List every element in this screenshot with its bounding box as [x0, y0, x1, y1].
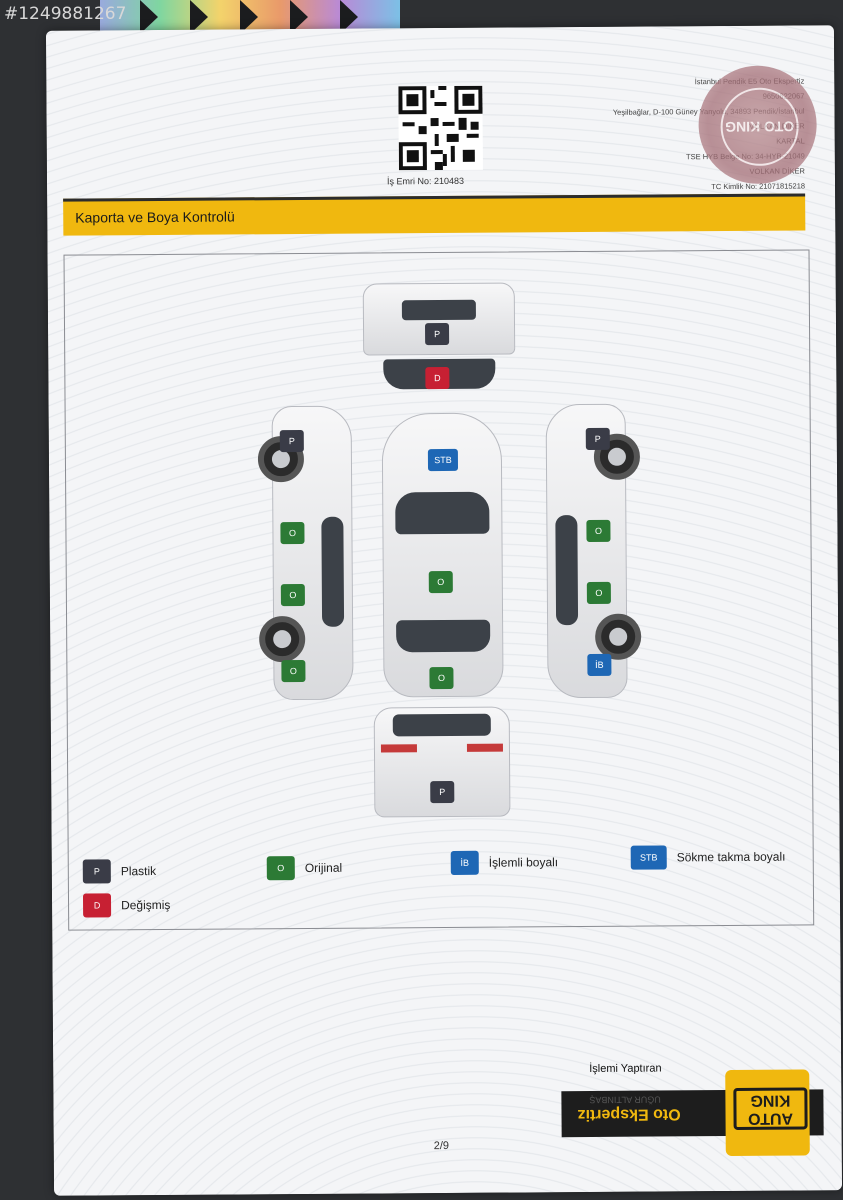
legend-label: İşlemli boyalı: [488, 855, 559, 870]
logo-text: AUTO KING: [733, 1087, 808, 1130]
legend-label: Değişmiş: [121, 897, 171, 913]
rear-window: [392, 713, 491, 737]
requester-name: UĞUR ALTINBAŞ: [589, 1094, 661, 1105]
right-tail-light: [466, 743, 503, 752]
chevron-icon: [140, 0, 158, 34]
right-windows: [555, 515, 579, 626]
brand-bar-text: Oto Ekspertiz: [577, 1105, 681, 1124]
marker-roof: O: [428, 570, 453, 594]
chevron-icon: [190, 0, 208, 34]
legend-label: Plastik: [120, 864, 157, 879]
seal-text: OTO KING: [720, 87, 799, 167]
front-grille: [401, 299, 476, 321]
legend-label: Sökme takma boyalı: [676, 849, 786, 865]
marker-left-rear-door: O: [280, 583, 305, 607]
marker-trunk: O: [429, 666, 454, 690]
marker-right-front-door: O: [586, 519, 611, 543]
marker-windshield: D: [425, 366, 450, 390]
section-header: Kaporta ve Boya Kontrolü: [63, 193, 806, 236]
job-number: İş Emri No: 210483: [386, 175, 465, 187]
chevron-icon: [240, 0, 258, 34]
legend-label: Orijinal: [304, 860, 343, 875]
marker-hood: STB: [427, 448, 459, 472]
rear-glass: [396, 619, 491, 653]
chevron-icon: [290, 0, 308, 34]
section-title: Kaporta ve Boya Kontrolü: [75, 208, 235, 226]
marker-rear: P: [430, 780, 455, 804]
legend-islemli-boyali: İB İşlemli boyalı: [450, 850, 559, 875]
left-tail-light: [380, 744, 417, 753]
left-windows: [321, 516, 345, 627]
legend-badge: İB: [450, 850, 479, 875]
marker-front: P: [424, 322, 450, 346]
marker-left-front-bumper: P: [279, 429, 304, 453]
front-glass: [395, 491, 490, 535]
legend-sokme-takma-boyali: STB Sökme takma boyalı: [630, 845, 786, 870]
legend-plastik: P Plastik: [82, 859, 157, 884]
legend-badge: O: [266, 856, 295, 881]
marker-right-rear-door: O: [586, 581, 611, 605]
page-number: 2/9: [433, 1139, 450, 1153]
legend-badge: D: [82, 893, 112, 918]
left-rear-tire: [259, 615, 306, 663]
legend-orijinal: O Orijinal: [266, 856, 343, 881]
qr-code-icon: [398, 85, 483, 171]
chevron-icon: [340, 0, 358, 34]
company-seal: OTO KING: [698, 65, 818, 185]
legend-badge: P: [82, 859, 111, 884]
auto-king-logo: AUTO KING: [725, 1069, 810, 1157]
legend-badge: STB: [630, 845, 667, 870]
requester-label: İşlemi Yaptıran: [589, 1062, 662, 1075]
marker-right-rear-fender: İB: [587, 653, 612, 677]
legend-degismis: D Değişmiş: [82, 893, 171, 918]
marker-left-front-door: O: [280, 521, 305, 545]
damage-diagram: P D STB O O P P O O O P O O İB P Plastik…: [63, 249, 815, 931]
marker-right-front-bumper: P: [585, 427, 610, 451]
image-id-watermark: #1249881267: [4, 4, 127, 24]
report-page: İş Emri No: 210483 İstanbul Pendik E5 Ot…: [45, 25, 843, 1196]
marker-left-rear-fender: O: [281, 659, 306, 683]
